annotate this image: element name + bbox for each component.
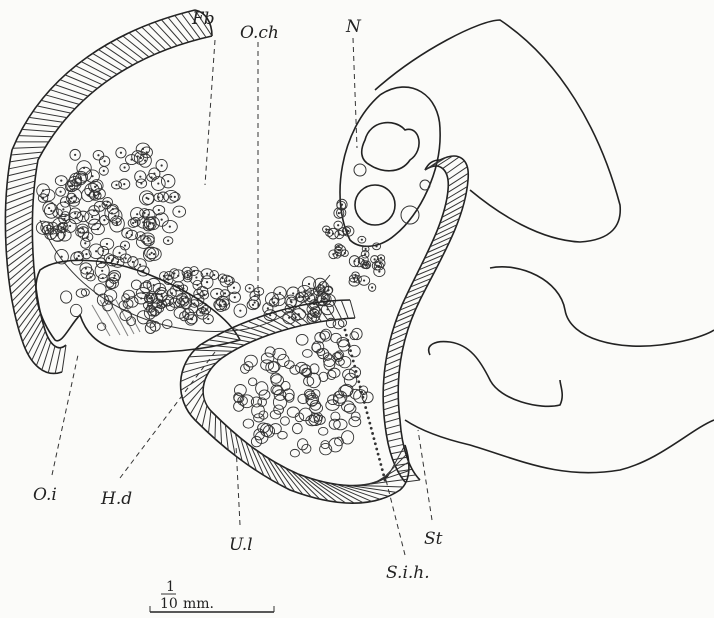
stomodeum-outer-wall [398,156,468,480]
oral-cavity-outline [429,342,563,407]
label-n: N [345,17,362,37]
pharynx-outline [405,420,714,473]
label-hd: H.d [100,489,132,509]
scale-unit: mm. [183,596,214,612]
infundibulum-lobe [36,260,240,352]
label-sih: S.i.h. [386,563,430,583]
label-oi: O.i [33,485,57,505]
leader-fb [205,40,215,185]
label-ul: U.l [229,535,253,555]
leader-st [418,430,432,520]
sih-dotted-wall [344,329,387,482]
notochord-cell-large [355,185,395,225]
scale-bar: 1 10 mm. [150,579,274,612]
body-outline-upper [375,20,620,242]
scale-numerator: 1 [166,579,175,595]
scale-denominator: 10 [160,596,178,612]
label-st: St [424,529,443,549]
leader-hd [120,352,215,478]
notochord-cell [420,180,430,190]
label-och: O.ch [240,23,279,43]
pharynx-pocket [490,267,714,346]
notochord-vacuole [362,123,419,171]
notochord-cell-small [401,206,419,224]
label-fb: Fb [191,9,215,29]
leader-sih [386,480,405,555]
notochord-cell [354,164,366,176]
